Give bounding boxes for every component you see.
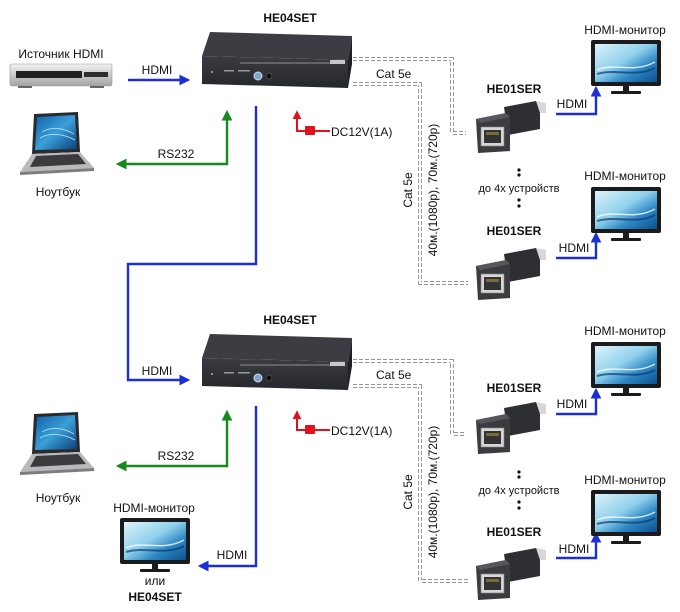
- monitor-icon: [119, 517, 191, 573]
- hdmi-out-arrow: [556, 85, 602, 116]
- top-group: HE04SET Источник HDMI HDMI Ноутбук RS232…: [9, 11, 666, 301]
- or-label: или: [145, 574, 165, 588]
- receiver-device-he01ser: [475, 401, 547, 455]
- monitor-label: HDMI-монитор: [584, 473, 666, 487]
- power-label: DC12V(1A): [331, 125, 392, 139]
- receiver-title: HE01SER: [487, 224, 542, 238]
- laptop-icon: [19, 111, 95, 176]
- receiver-device-he01ser: [475, 100, 547, 154]
- power-plug-icon: [305, 126, 315, 135]
- monitor-label: HDMI-монитор: [584, 169, 666, 183]
- up-to-label: до 4х устройств: [479, 183, 560, 195]
- monitor-icon: [590, 39, 662, 95]
- loop-monitor-label: HDMI-монитор: [113, 501, 195, 515]
- hdmi-out-label: HDMI: [559, 542, 590, 556]
- receiver-title: HE01SER: [487, 381, 542, 395]
- rs232-label: RS232: [158, 449, 195, 463]
- alt-device-label: HE04SET: [128, 590, 182, 604]
- monitor-label: HDMI-монитор: [584, 23, 666, 37]
- hdmi-in-label: HDMI: [142, 63, 173, 77]
- up-to-label: до 4х устройств: [479, 485, 560, 497]
- monitor-label: HDMI-монитор: [584, 324, 666, 338]
- cable-h-label: Cat 5e: [376, 67, 412, 81]
- hdmi-loop-out-label: HDMI: [217, 548, 248, 562]
- cable-v-label-1: Cat 5e: [401, 172, 415, 208]
- hdmi-source-label: Источник HDMI: [18, 47, 103, 61]
- cable-v-label-2: 40м.(1080p), 70м.(720p): [426, 124, 440, 257]
- switch-title: HE04SET: [263, 11, 317, 25]
- hdmi-out-label: HDMI: [557, 397, 588, 411]
- cable-v-label-2: 40м.(1080p), 70м.(720p): [426, 426, 440, 559]
- hdmi-out-arrow: [556, 231, 602, 260]
- hdmi-out-label: HDMI: [557, 97, 588, 111]
- cable-h-label: Cat 5e: [376, 368, 412, 382]
- rs232-arrow: [115, 109, 233, 170]
- hdmi-out-arrow: [556, 387, 602, 416]
- receiver-device-he01ser: [475, 247, 547, 301]
- power-arrow: [292, 410, 330, 431]
- laptop-icon: [19, 411, 95, 476]
- hdmi-in-label: HDMI: [142, 364, 173, 378]
- switch-device-he04set: [201, 333, 353, 391]
- cascade-hdmi-arrow: [126, 106, 258, 386]
- laptop-label: Ноутбук: [36, 491, 81, 505]
- monitor-icon: [590, 489, 662, 545]
- bottom-group: HE04SET HDMI Ноутбук RS232 DC12V(1A) HDM…: [19, 313, 666, 604]
- monitor-icon: [590, 186, 662, 242]
- switch-device-he04set: [201, 31, 353, 89]
- dvd-player-icon: [9, 63, 113, 89]
- ellipsis-dot: [517, 470, 521, 474]
- rs232-label: RS232: [158, 147, 195, 161]
- hdmi-out-arrow: [556, 531, 602, 560]
- laptop-label: Ноутбук: [36, 185, 81, 199]
- receiver-title: HE01SER: [487, 525, 542, 539]
- cable-v-label-1: Cat 5e: [401, 474, 415, 510]
- power-arrow: [292, 110, 330, 132]
- hdmi-out-label: HDMI: [559, 241, 590, 255]
- power-label: DC12V(1A): [331, 424, 392, 438]
- ellipsis-dot: [517, 168, 521, 172]
- power-plug-icon: [305, 425, 315, 434]
- receiver-title: HE01SER: [487, 82, 542, 96]
- hdmi-loop-out-arrow: [197, 406, 258, 572]
- rs232-arrow: [115, 409, 233, 472]
- switch-title: HE04SET: [263, 313, 317, 327]
- monitor-icon: [590, 341, 662, 397]
- receiver-device-he01ser: [475, 547, 547, 601]
